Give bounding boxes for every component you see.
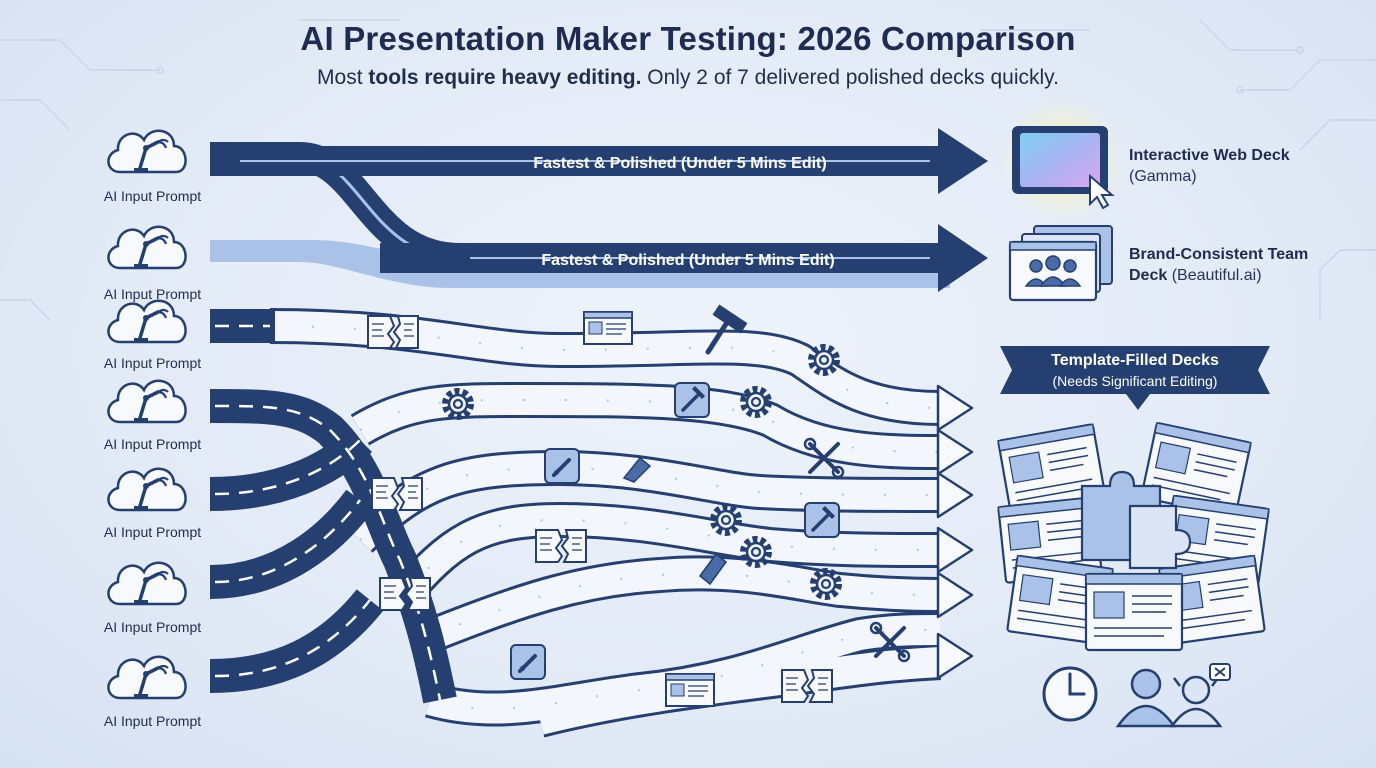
slow-lane-arrowheads bbox=[936, 384, 974, 680]
fast-lane-1-arrowhead bbox=[938, 128, 988, 194]
cloud-robot-icon-3 bbox=[106, 299, 188, 344]
fast-lanes: Fastest & Polished (Under 5 Mins Edit) F… bbox=[210, 128, 988, 292]
clock-icon bbox=[1042, 666, 1098, 722]
template-pile bbox=[997, 421, 1270, 652]
page-title: AI Presentation Maker Testing: 2026 Comp… bbox=[300, 20, 1076, 57]
web-deck-title: Interactive Web Deck bbox=[1129, 147, 1290, 164]
broken-pencil-icon bbox=[622, 456, 652, 483]
cursor-icon bbox=[1089, 173, 1115, 210]
broken-pencil-icon bbox=[698, 552, 728, 586]
fast-lane-label-2: Fastest & Polished (Under 5 Mins Edit) bbox=[541, 252, 834, 269]
team-deck-title-line2: Deck bbox=[1129, 267, 1168, 284]
subtitle-emphasis: tools require heavy editing. bbox=[368, 66, 642, 89]
cloud-robot-icon-4 bbox=[106, 379, 188, 424]
template-banner-subtitle: (Needs Significant Editing) bbox=[1052, 373, 1218, 389]
prompt-label-4: AI Input Prompt bbox=[103, 436, 202, 452]
error-bubble-icon bbox=[1209, 663, 1231, 681]
subtitle-start: Most bbox=[317, 66, 369, 89]
template-banner-title: Template-Filled Decks bbox=[1051, 352, 1219, 369]
hammer-icon bbox=[705, 304, 748, 355]
hammer-icon bbox=[673, 381, 711, 419]
fast-lane-2-arrowhead bbox=[938, 224, 988, 292]
fast-lane-label-1: Fastest & Polished (Under 5 Mins Edit) bbox=[533, 155, 826, 172]
stressed-person-icon bbox=[1169, 675, 1223, 728]
team-deck-illustration bbox=[1008, 225, 1113, 302]
hammer-icon bbox=[803, 501, 841, 539]
prompt-label-5: AI Input Prompt bbox=[103, 524, 202, 540]
team-deck-title-line1: Brand-Consistent Team bbox=[1129, 246, 1309, 263]
slow-lanes bbox=[269, 308, 941, 738]
cloud-robot-icon-2 bbox=[106, 225, 188, 270]
web-deck-label: Interactive Web Deck (Gamma) bbox=[1129, 145, 1290, 187]
prompt-icons bbox=[106, 129, 188, 700]
team-deck-label: Brand-Consistent Team Deck (Beautiful.ai… bbox=[1129, 244, 1308, 286]
prompt-label-7: AI Input Prompt bbox=[103, 713, 202, 729]
pencil-icon bbox=[543, 447, 581, 485]
person-icon bbox=[1115, 668, 1177, 728]
page-subtitle: Most tools require heavy editing. Only 2… bbox=[0, 66, 1376, 90]
team-deck-tool: (Beautiful.ai) bbox=[1167, 267, 1262, 284]
broken-slide-icon bbox=[371, 477, 423, 511]
cloud-robot-icon-7 bbox=[106, 655, 188, 700]
prompt-label-1: AI Input Prompt bbox=[103, 188, 202, 204]
team-icon bbox=[1024, 255, 1082, 287]
cloud-robot-icon-6 bbox=[106, 561, 188, 606]
prompt-label-2: AI Input Prompt bbox=[103, 286, 202, 302]
web-deck-tool: (Gamma) bbox=[1129, 168, 1197, 185]
bottom-icons bbox=[1042, 663, 1231, 728]
web-deck-illustration bbox=[1000, 98, 1124, 222]
pencil-icon bbox=[509, 643, 547, 681]
subtitle-end: Only 2 of 7 delivered polished decks qui… bbox=[641, 66, 1059, 89]
slide-edit-icon bbox=[665, 673, 715, 707]
prompt-label-3: AI Input Prompt bbox=[103, 355, 202, 371]
cloud-robot-icon-5 bbox=[106, 467, 188, 512]
cloud-robot-icon-1 bbox=[106, 129, 188, 174]
template-banner bbox=[1000, 346, 1270, 410]
circuit-background bbox=[0, 19, 1376, 321]
edit-obstacles bbox=[367, 304, 911, 707]
slide-edit-icon bbox=[583, 311, 633, 345]
prompt-label-6: AI Input Prompt bbox=[103, 619, 202, 635]
